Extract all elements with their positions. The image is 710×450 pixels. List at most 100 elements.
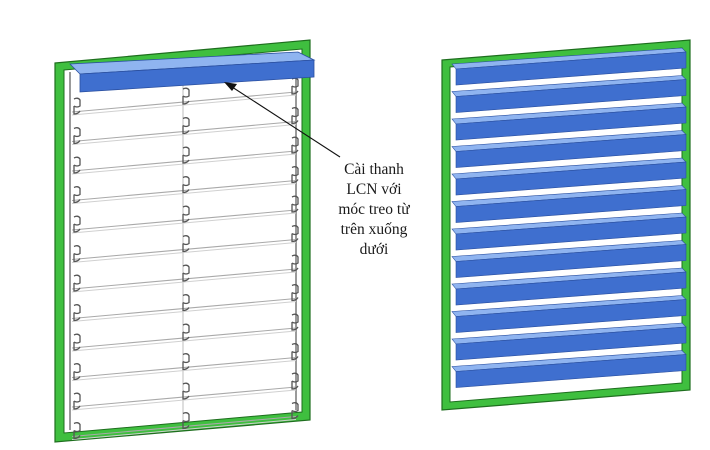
hanger-hook-icon [73,186,81,204]
hanger-hook-icon [73,304,81,322]
hanger-hook-icon [291,313,299,331]
rail-bar [71,268,297,290]
rail-bar-shadow [71,242,297,263]
hanger-hook-icon [291,136,299,154]
hanger-hook-icon [291,166,299,184]
hanger-hook-icon [73,422,81,440]
hanger-hook-icon [291,195,299,213]
left-rails [71,77,299,440]
installation-note: Cài thanh LCN với móc treo từ trên xuống… [318,160,430,260]
rail-bar [71,209,297,231]
rail-bar-shadow [71,419,297,440]
rail-bar-shadow [71,389,297,411]
louver-blade [451,47,687,86]
hanger-hook-icon [73,127,81,145]
hook-rail [71,402,299,440]
leader-arrow-head [224,82,237,91]
hanger-hook-icon [291,284,299,302]
rail-bar [71,150,297,172]
hook-rail [71,166,299,204]
installation-note-line-5: dưới [359,241,389,258]
left-frame-panel [54,39,316,443]
hanger-hook-icon [291,372,299,390]
rail-bar [71,327,297,349]
hanger-hook-icon [182,235,190,253]
left-louver-front-face [79,59,315,93]
rail-bar-shadow [71,360,297,381]
hook-rail [71,254,299,293]
rail-bar [71,238,297,261]
hook-rail [71,107,299,145]
hanger-hook-icon [73,333,81,351]
hanger-hook-icon [291,402,299,420]
louver-blade [451,295,687,333]
rail-bar-shadow [71,301,297,322]
hanger-hook-icon [73,156,81,174]
hook-rail [71,136,299,175]
hanger-hook-icon [291,107,299,125]
hanger-hook-icon [182,146,190,164]
louver-blade [451,322,687,361]
hanger-hook-icon [182,412,190,430]
rail-bar-shadow [71,183,297,204]
hook-rail [71,195,299,234]
hanger-hook-icon [73,274,81,292]
louver-blade [451,102,687,141]
installation-note-line-3: móc treo từ [338,201,410,218]
louver-front-face [455,134,687,168]
hanger-hook-icon [182,176,190,194]
hanger-hook-icon [73,215,81,233]
hanger-hook-icon [291,225,299,243]
louver-front-face [455,189,687,223]
hanger-hook-icon [182,323,190,341]
hook-rail [71,313,299,352]
hanger-hook-icon [182,353,190,371]
hanger-hook-icon [182,382,190,400]
hook-rail [71,372,299,411]
louver-front-face [455,299,687,333]
rail-bar [71,356,297,379]
louver-blade [451,267,687,306]
rail-bar [71,120,297,143]
rail-bar-shadow [71,124,297,145]
hanger-hook-icon [182,205,190,223]
rail-bar-shadow [71,330,297,352]
rail-bar-shadow [71,271,297,293]
louver-blade [451,240,687,278]
rail-bar [71,415,297,438]
leader-arrow [224,82,341,158]
hanger-hook-icon [291,343,299,361]
rail-bar [71,297,297,320]
louver-blade [451,75,687,113]
installation-note-line-2: LCN với [346,181,402,198]
hanger-hook-icon [73,392,81,410]
louver-blade [451,212,687,251]
hanger-hook-icon [182,117,190,135]
louver-front-face [455,106,687,141]
hanger-hook-icon [73,363,81,381]
rail-bar [71,386,297,408]
hook-rail [71,77,299,116]
installation-note-line-4: trên xuống [340,221,408,238]
louver-front-face [455,271,687,306]
louver-blade [451,130,687,168]
louver-front-face [455,244,687,278]
louver-blade [451,350,687,388]
hanger-hook-icon [73,97,81,115]
louver-front-face [455,51,687,86]
rail-bar-shadow [71,153,297,175]
hook-rail [71,284,299,322]
hanger-hook-icon [182,264,190,282]
louver-blade [451,157,687,196]
louver-front-face [455,161,687,196]
hook-rail [71,225,299,263]
leader-arrow-line [228,84,341,158]
louver-front-face [455,79,687,113]
installation-note-line-1: Cài thanh [344,161,404,178]
rail-bar [71,179,297,202]
rail-bar-shadow [71,212,297,234]
hanger-hook-icon [291,254,299,272]
rail-bar [71,91,297,113]
louver-front-face [455,354,687,388]
right-louvers [451,47,687,388]
